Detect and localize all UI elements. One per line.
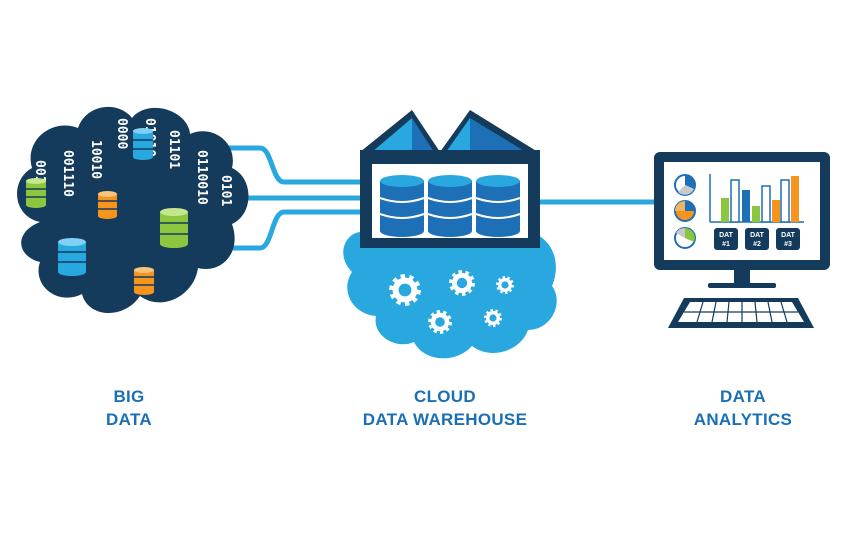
gears-group [389, 270, 514, 334]
warehouse-cloud-shape [343, 232, 557, 359]
database-icon [133, 128, 153, 160]
gear-hole [435, 317, 445, 327]
server-stack-icon [475, 175, 521, 237]
analytics-computer: DAT #1 DAT #2 DAT #3 [654, 152, 830, 328]
dashboard-button-3-label: DAT [781, 232, 796, 239]
gear-hole [456, 277, 468, 289]
cloud-label-line1: CLOUD [414, 387, 476, 406]
cloud-data-warehouse-label: CLOUD DATA WAREHOUSE [335, 385, 555, 431]
data-analytics-label: DATA ANALYTICS [633, 385, 850, 431]
connector-upper [205, 145, 362, 185]
binary-column-6: 01101 [166, 130, 181, 169]
pie-chart-icon [674, 200, 696, 222]
gear-hole [501, 281, 509, 289]
server-stack-icon [379, 175, 425, 237]
binary-column-8: 0101 [218, 175, 233, 206]
pie-chart-icon [674, 174, 696, 196]
keyboard-icon [668, 298, 814, 328]
binary-column-4: 0000 [114, 118, 129, 149]
big-data-label-line2: DATA [106, 410, 152, 429]
bar-chart-icon [709, 174, 804, 223]
database-icon [58, 238, 86, 276]
big-data-cloud-shape [17, 106, 249, 314]
big-data-label-line1: BIG [113, 387, 145, 406]
dashboard-button-2-number: #2 [753, 241, 761, 248]
cloud-label-line2: DATA WAREHOUSE [362, 410, 528, 429]
monitor-stand [734, 270, 750, 284]
database-icon [160, 208, 188, 248]
big-data-cloud: 0010 001110 10010 0000 01010 01101 01100… [17, 106, 249, 314]
dashboard-button-3[interactable]: DAT #3 [776, 228, 800, 250]
dashboard-button-2[interactable]: DAT #2 [745, 228, 769, 250]
database-icon [98, 191, 117, 219]
database-icon [26, 178, 46, 208]
database-icon [134, 267, 154, 295]
binary-column-2: 001110 [60, 150, 75, 197]
dashboard-button-1[interactable]: DAT #1 [714, 228, 738, 250]
analytics-label-line1: DATA [720, 387, 766, 406]
big-data-label: BIG DATA [19, 385, 239, 431]
gear-hole [489, 314, 497, 322]
connector-lower [232, 209, 362, 251]
cloud-data-warehouse [343, 110, 557, 359]
binary-column-3: 10010 [88, 140, 103, 179]
gear-hole [398, 283, 412, 297]
dashboard-button-2-label: DAT [750, 232, 765, 239]
pie-chart-icon [674, 227, 696, 249]
dashboard-button-1-number: #1 [722, 241, 730, 248]
binary-column-7: 0110010 [194, 150, 209, 205]
analytics-label-line2: ANALYTICS [693, 410, 793, 429]
server-stack-icon [427, 175, 473, 237]
dashboard-button-3-number: #3 [784, 241, 792, 248]
dashboard-button-1-label: DAT [719, 232, 734, 239]
